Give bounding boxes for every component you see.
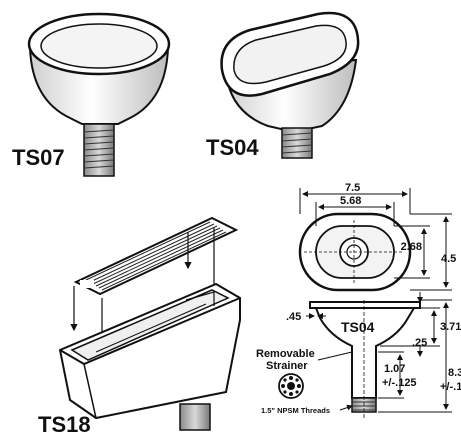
- dim-inner-width: 5.68: [340, 195, 361, 207]
- strainer-label-line1: Removable: [256, 348, 315, 360]
- strainer-label-line2: Strainer: [266, 360, 308, 372]
- ts07-bowl-illustration: [27, 12, 171, 177]
- dim-drain-tolerance: +/-.125: [382, 377, 417, 389]
- dim-overall-width: 7.5: [345, 182, 360, 194]
- ts04-section-label: TS04: [341, 319, 375, 335]
- dim-drain-length: 1.07: [384, 363, 405, 375]
- ts04-top-view: [298, 212, 412, 292]
- ts04-bowl-illustration: [220, 11, 360, 159]
- ts04-section-view: [278, 300, 421, 420]
- section-view-dimension-lines: [306, 292, 452, 413]
- ts04-label: TS04: [206, 135, 259, 160]
- dim-overall-height: 8.3: [448, 367, 461, 379]
- dim-inner-depth: 2.68: [401, 241, 422, 253]
- dim-rim: .45: [286, 311, 301, 323]
- ts18-label: TS18: [38, 412, 91, 436]
- ts07-label: TS07: [12, 145, 65, 170]
- dim-overall-depth: 4.5: [441, 253, 456, 265]
- top-view-dimension-lines: [299, 188, 452, 291]
- ts18-sink-illustration: [58, 216, 241, 431]
- threads-note: 1.5" NPSM Threads: [261, 406, 330, 415]
- dim-overall-tolerance: +/-.12: [440, 381, 461, 393]
- dim-rim-offset: .25: [412, 337, 427, 349]
- dim-bowl-depth: 3.71: [440, 321, 461, 333]
